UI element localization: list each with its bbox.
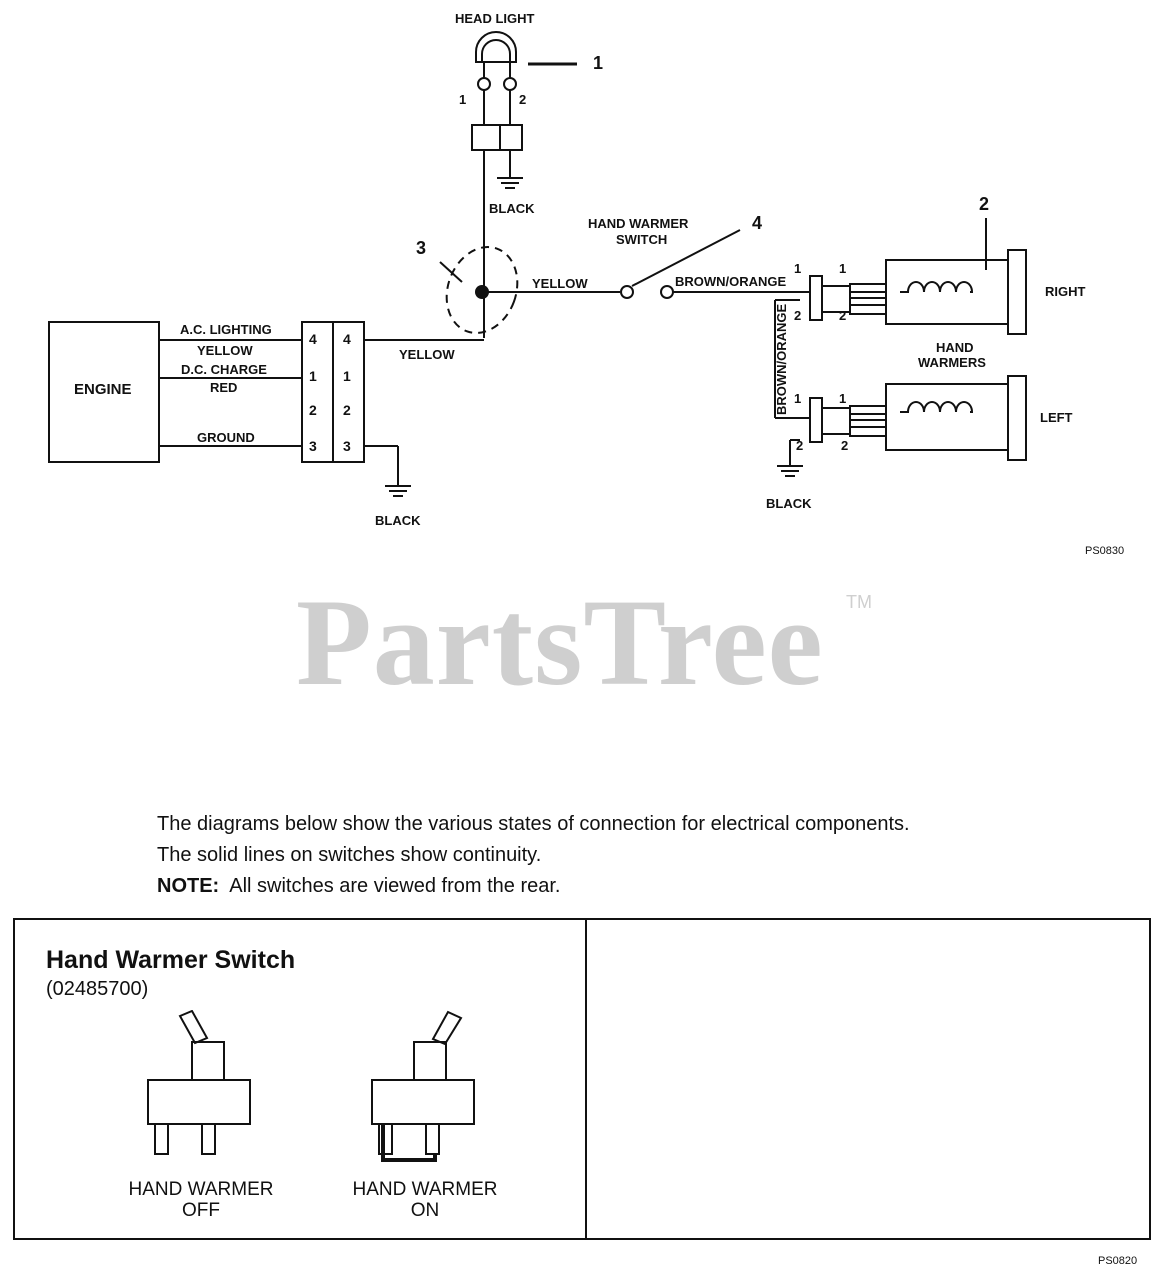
callout-3: 3: [416, 238, 426, 258]
switch-panel-title: Hand Warmer Switch: [46, 946, 296, 974]
head-light-bulb: [475, 31, 517, 63]
hand-warmers-label-2: WARMERS: [918, 355, 986, 370]
engine-conn-pin-2a: 2: [309, 402, 317, 418]
trademark-symbol: TM: [846, 592, 872, 612]
switch-on-icon: [371, 1010, 475, 1162]
switch-states-drawing: [147, 1010, 475, 1162]
engine-label: ENGINE: [74, 381, 132, 398]
switch-off-icon: [147, 1010, 251, 1155]
engine-conn-pin-1a: 1: [309, 368, 317, 384]
left-conn-pin-1a: 1: [794, 391, 801, 406]
legend-line-1: The diagrams below show the various stat…: [157, 813, 910, 835]
right-warmer-label: RIGHT: [1045, 284, 1086, 299]
yellow-wire-label-engine: YELLOW: [197, 343, 253, 358]
splice-dot: [475, 285, 489, 299]
legend-line-2: The solid lines on switches show continu…: [157, 844, 542, 866]
engine-ground-label: BLACK: [375, 513, 421, 528]
hand-warmer-switch-label-2: SWITCH: [616, 232, 667, 247]
bulb-pin-1: 1: [459, 92, 466, 107]
engine-conn-pin-3b: 3: [343, 438, 351, 454]
ground-wire-label: GROUND: [197, 430, 255, 445]
left-warmer-connector: [809, 397, 823, 443]
partstree-watermark: PartsTree: [296, 574, 824, 711]
switch-off-label-1: HAND WARMER: [128, 1179, 274, 1200]
engine-conn-pin-1b: 1: [343, 368, 351, 384]
left-hand-warmer: [885, 383, 1009, 451]
diagram-code-top: PS0830: [1085, 545, 1124, 557]
switch-part-number: (02485700): [46, 978, 149, 1000]
switch-on-label-1: HAND WARMER: [352, 1179, 498, 1200]
wiring-diagram: HEAD LIGHT 1 1 2 BLACK HAND WARMER SWITC…: [48, 11, 1124, 557]
callout-2: 2: [979, 194, 989, 214]
left-conn-pin-1b: 1: [839, 391, 846, 406]
ac-lighting-label: A.C. LIGHTING: [180, 322, 272, 337]
engine-box: [48, 321, 160, 463]
splice-callout-circle: [445, 246, 519, 334]
brown-orange-label: BROWN/ORANGE: [675, 274, 787, 289]
left-conn-pin-2b: 2: [841, 438, 848, 453]
note-text: All switches are viewed from the rear.: [229, 875, 561, 897]
switch-panel: Hand Warmer Switch (02485700): [13, 918, 1151, 1240]
engine-conn-pin-2b: 2: [343, 402, 351, 418]
head-light-ground-label: BLACK: [489, 201, 535, 216]
warmer-ground-label: BLACK: [766, 496, 812, 511]
left-warmer-label: LEFT: [1040, 410, 1073, 425]
switch-on-label-2: ON: [410, 1200, 440, 1221]
diagram-code-bottom: PS0820: [1098, 1255, 1138, 1267]
bulb-pin-2: 2: [519, 92, 526, 107]
brown-orange-vertical-label: BROWN/ORANGE: [774, 303, 789, 415]
left-conn-pin-2a: 2: [796, 438, 803, 453]
right-warmer-connector: [809, 275, 823, 321]
right-conn-pin-2a: 2: [794, 308, 801, 323]
right-conn-pin-1b: 1: [839, 261, 846, 276]
dc-charge-label: D.C. CHARGE: [181, 362, 267, 377]
head-light-connector: [471, 124, 501, 151]
engine-conn-pin-3a: 3: [309, 438, 317, 454]
hand-warmers-label-1: HAND: [936, 340, 974, 355]
yellow-wire-label-bottom: YELLOW: [399, 347, 455, 362]
right-conn-pin-2b: 2: [839, 308, 846, 323]
head-light-label: HEAD LIGHT: [455, 11, 535, 26]
yellow-wire-label-top: YELLOW: [532, 276, 588, 291]
callout-4: 4: [752, 213, 762, 233]
hand-warmer-switch-label-1: HAND WARMER: [588, 216, 689, 231]
switch-panel-divider: [585, 920, 587, 1238]
legend-note: NOTE: All switches are viewed from the r…: [157, 875, 560, 898]
right-conn-pin-1a: 1: [794, 261, 801, 276]
note-label: NOTE:: [157, 875, 220, 897]
switch-off-label-2: OFF: [182, 1200, 220, 1221]
engine-conn-pin-4a: 4: [309, 331, 317, 347]
engine-conn-pin-4b: 4: [343, 331, 351, 347]
callout-1: 1: [593, 53, 603, 73]
red-wire-label: RED: [210, 380, 237, 395]
